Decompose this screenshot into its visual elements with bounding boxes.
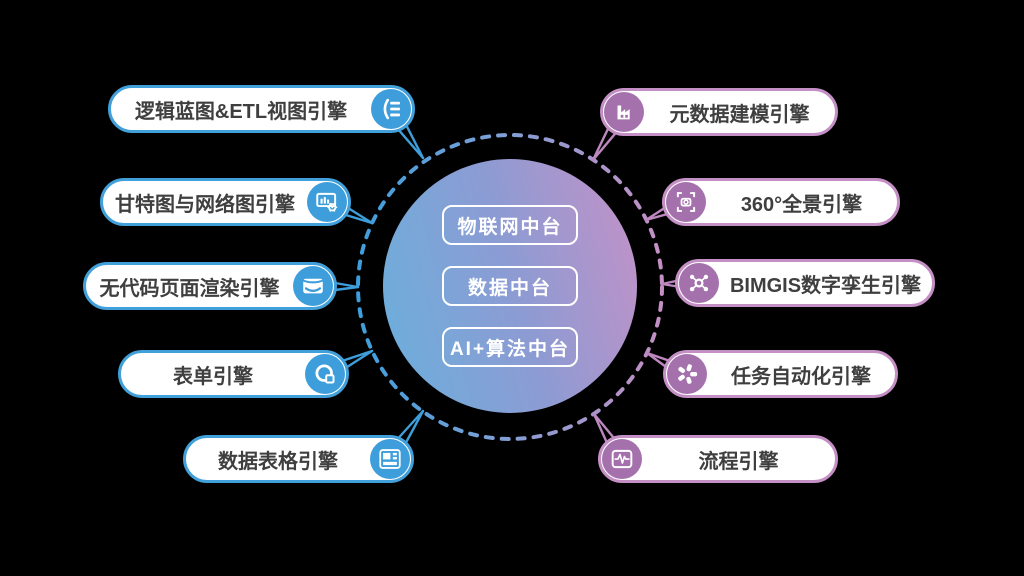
engine-task-automation: 任务自动化引擎	[663, 350, 898, 398]
platform-ai-algorithm: AI+算法中台	[442, 327, 578, 367]
factory-icon	[604, 92, 644, 132]
engine-bimgis-digital-twin: BIMGIS数字孪生引擎	[675, 259, 935, 307]
engine-label: 逻辑蓝图&ETL视图引擎	[134, 100, 348, 123]
form-icon	[305, 354, 345, 394]
engine-gantt-network: 甘特图与网络图引擎	[100, 178, 351, 226]
engine-label: 流程引擎	[698, 450, 779, 473]
engine-label: 元数据建模引擎	[669, 103, 810, 126]
panorama-camera-icon	[666, 182, 706, 222]
engine-workflow: 流程引擎	[598, 435, 838, 483]
platform-iot: 物联网中台	[442, 205, 578, 245]
pinwheel-icon	[667, 354, 707, 394]
molecule-icon	[679, 263, 719, 303]
page-render-icon	[293, 266, 333, 306]
dashed-ring	[356, 133, 664, 441]
engine-blueprint-etl: 逻辑蓝图&ETL视图引擎	[108, 85, 415, 133]
brace-list-icon	[371, 89, 411, 129]
engine-label: 表单引擎	[173, 365, 253, 388]
engine-label: BIMGIS数字孪生引擎	[729, 274, 922, 297]
pulse-icon	[602, 439, 642, 479]
platform-data: 数据中台	[442, 266, 578, 306]
engine-label: 360°全景引擎	[740, 193, 863, 216]
engine-data-table: 数据表格引擎	[183, 435, 414, 483]
engine-nocode-render: 无代码页面渲染引擎	[83, 262, 337, 310]
engine-label: 甘特图与网络图引擎	[115, 193, 295, 216]
data-table-icon	[370, 439, 410, 479]
central-platform-circle: 物联网中台 数据中台 AI+算法中台	[383, 159, 637, 413]
engine-panorama-360: 360°全景引擎	[662, 178, 900, 226]
gantt-chart-gear-icon	[307, 182, 347, 222]
engine-label: 任务自动化引擎	[731, 365, 871, 388]
engine-form: 表单引擎	[118, 350, 349, 398]
engine-label: 数据表格引擎	[218, 450, 338, 473]
engine-label: 无代码页面渲染引擎	[99, 277, 280, 300]
engine-metadata-modeling: 元数据建模引擎	[600, 88, 838, 136]
